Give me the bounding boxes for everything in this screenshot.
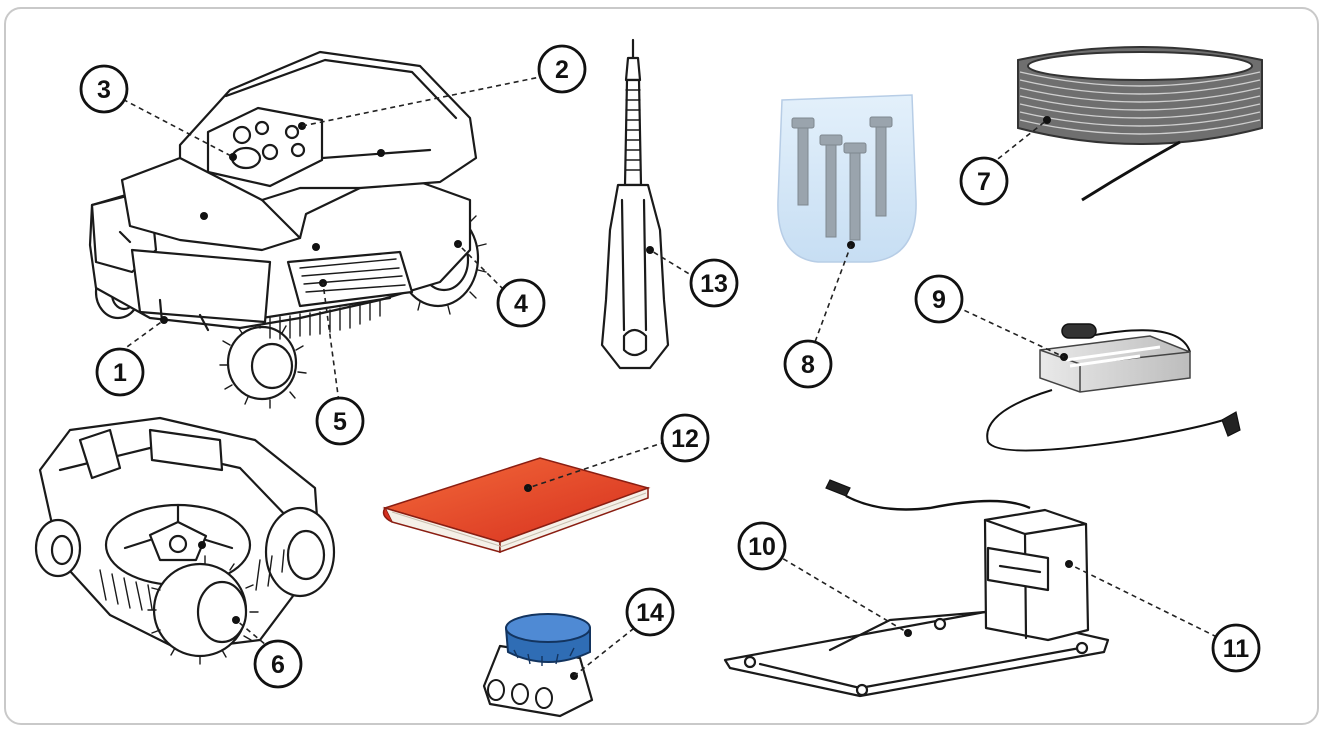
callout-12: 12 <box>660 413 710 463</box>
callout-5: 5 <box>315 396 365 446</box>
callout-4: 4 <box>496 278 546 328</box>
callout-14-label: 14 <box>636 599 664 627</box>
callout-2: 2 <box>537 44 587 94</box>
callout-3: 3 <box>79 64 129 114</box>
callout-10: 10 <box>737 521 787 571</box>
callout-4-label: 4 <box>514 290 528 318</box>
callout-1: 1 <box>95 347 145 397</box>
mower-underside-illustration <box>34 416 336 665</box>
robot-mower-illustration <box>88 50 487 409</box>
callout-9: 9 <box>914 274 964 324</box>
screwdriver-illustration <box>600 38 670 370</box>
callout-8-label: 8 <box>801 351 815 379</box>
callout-12-label: 12 <box>671 425 699 453</box>
charging-base-illustration <box>723 479 1110 698</box>
stakes-bag-illustration <box>777 94 917 263</box>
callout-1-label: 1 <box>113 359 127 387</box>
callout-14: 14 <box>625 587 675 637</box>
callout-2-label: 2 <box>555 56 569 84</box>
callout-3-label: 3 <box>97 76 111 104</box>
splice-connector-illustration <box>482 613 594 718</box>
callout-7: 7 <box>959 156 1009 206</box>
callout-6: 6 <box>253 639 303 689</box>
callout-6-label: 6 <box>271 651 285 679</box>
callout-13-label: 13 <box>700 270 728 298</box>
callout-5-label: 5 <box>333 408 347 436</box>
callout-13: 13 <box>689 258 739 308</box>
callout-11: 11 <box>1211 623 1261 673</box>
callout-9-label: 9 <box>932 286 946 314</box>
callout-7-label: 7 <box>977 168 991 196</box>
callout-10-label: 10 <box>748 533 776 561</box>
manual-book-illustration <box>382 457 651 554</box>
power-supply-illustration <box>986 323 1241 452</box>
callout-8: 8 <box>783 339 833 389</box>
cable-coil-illustration <box>1017 46 1263 202</box>
callout-11-label: 11 <box>1223 635 1250 663</box>
